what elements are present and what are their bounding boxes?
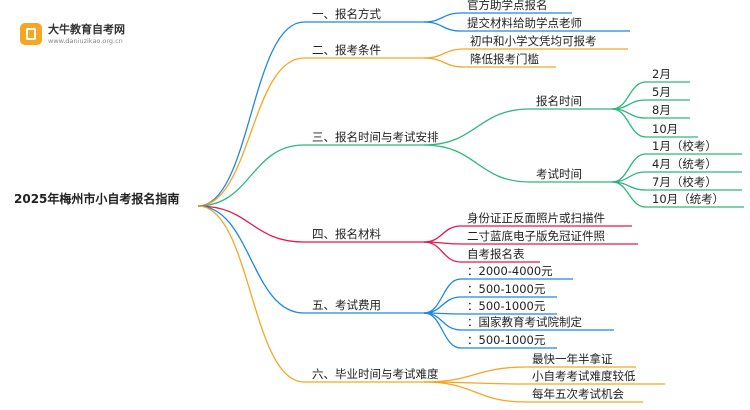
child-label: 初中和小学文凭均可报考 bbox=[470, 34, 597, 48]
child-label: 每年五次考试机会 bbox=[532, 387, 624, 401]
child-connector bbox=[423, 144, 531, 183]
branch-connector bbox=[197, 205, 305, 314]
branch-label: 一、报名方式 bbox=[312, 7, 381, 21]
logo-url: www.daniuzikao.org.cn bbox=[48, 36, 123, 45]
child-connector bbox=[423, 312, 462, 349]
child-connector bbox=[423, 381, 527, 403]
child-connector bbox=[423, 278, 462, 314]
leaf-label: 5月 bbox=[652, 85, 671, 99]
child-connector bbox=[423, 12, 462, 23]
logo-name: 大牛教育自考网 bbox=[48, 22, 125, 36]
child-label: 二寸蓝底电子版免冠证件照 bbox=[467, 229, 605, 243]
leaf-label: 10月 bbox=[652, 122, 678, 136]
leaf-label: 10月（统考） bbox=[652, 192, 724, 206]
child-connector bbox=[423, 312, 462, 331]
leaf-label: 2月 bbox=[652, 67, 671, 81]
branch-connector bbox=[197, 144, 305, 207]
child-label: ：2000-4000元 bbox=[467, 264, 553, 278]
branch-label: 三、报名时间与考试安排 bbox=[312, 130, 439, 144]
leaf-label: 1月（校考） bbox=[652, 139, 717, 153]
child-label: 考试时间 bbox=[536, 167, 582, 181]
child-label: 提交材料给助学点老师 bbox=[467, 16, 582, 30]
root-label: 2025年梅州市小自考报名指南 bbox=[14, 191, 179, 206]
logo-text: 大牛教育自考网 www.daniuzikao.org.cn bbox=[48, 24, 125, 45]
child-label: 自考报名表 bbox=[467, 247, 525, 261]
child-connector bbox=[423, 21, 462, 32]
child-connector bbox=[423, 108, 531, 146]
branch-label: 四、报名材料 bbox=[312, 227, 381, 241]
branch-label: 二、报考条件 bbox=[312, 43, 381, 57]
child-label: 最快一年半拿证 bbox=[532, 352, 613, 366]
child-connector bbox=[423, 225, 462, 243]
leaf-label: 8月 bbox=[652, 103, 671, 117]
leaf-connector bbox=[611, 108, 647, 138]
branch-connector bbox=[197, 205, 305, 243]
child-connector bbox=[423, 241, 462, 263]
child-label: ：500-1000元 bbox=[467, 299, 546, 313]
child-label: 官方助学点报名 bbox=[467, 0, 548, 12]
branch-label: 六、毕业时间与考试难度 bbox=[312, 367, 439, 381]
child-label: ：国家教育考试院制定 bbox=[467, 315, 582, 329]
child-label: 报名时间 bbox=[536, 94, 582, 108]
branch-connector bbox=[197, 21, 305, 207]
child-connector bbox=[423, 57, 465, 68]
leaf-connector bbox=[611, 153, 647, 183]
leaf-connector bbox=[611, 181, 647, 208]
leaf-label: 7月（校考） bbox=[652, 175, 717, 189]
site-logo: 大牛教育自考网 www.daniuzikao.org.cn bbox=[20, 18, 125, 50]
child-label: ：500-1000元 bbox=[467, 333, 546, 347]
child-label: 降低报考门槛 bbox=[470, 52, 539, 66]
branch-connector bbox=[197, 205, 305, 383]
child-connector bbox=[423, 296, 462, 314]
leaf-label: 4月（统考） bbox=[652, 157, 717, 171]
child-connector bbox=[423, 366, 527, 383]
child-label: ：500-1000元 bbox=[467, 282, 546, 296]
child-label: 小自考考试难度较低 bbox=[532, 369, 636, 383]
child-connector bbox=[423, 48, 465, 59]
branch-connector bbox=[197, 57, 305, 207]
branch-label: 五、考试费用 bbox=[312, 298, 381, 312]
book-logo-icon bbox=[20, 23, 42, 45]
child-label: 身份证正反面照片或扫描件 bbox=[467, 211, 605, 225]
